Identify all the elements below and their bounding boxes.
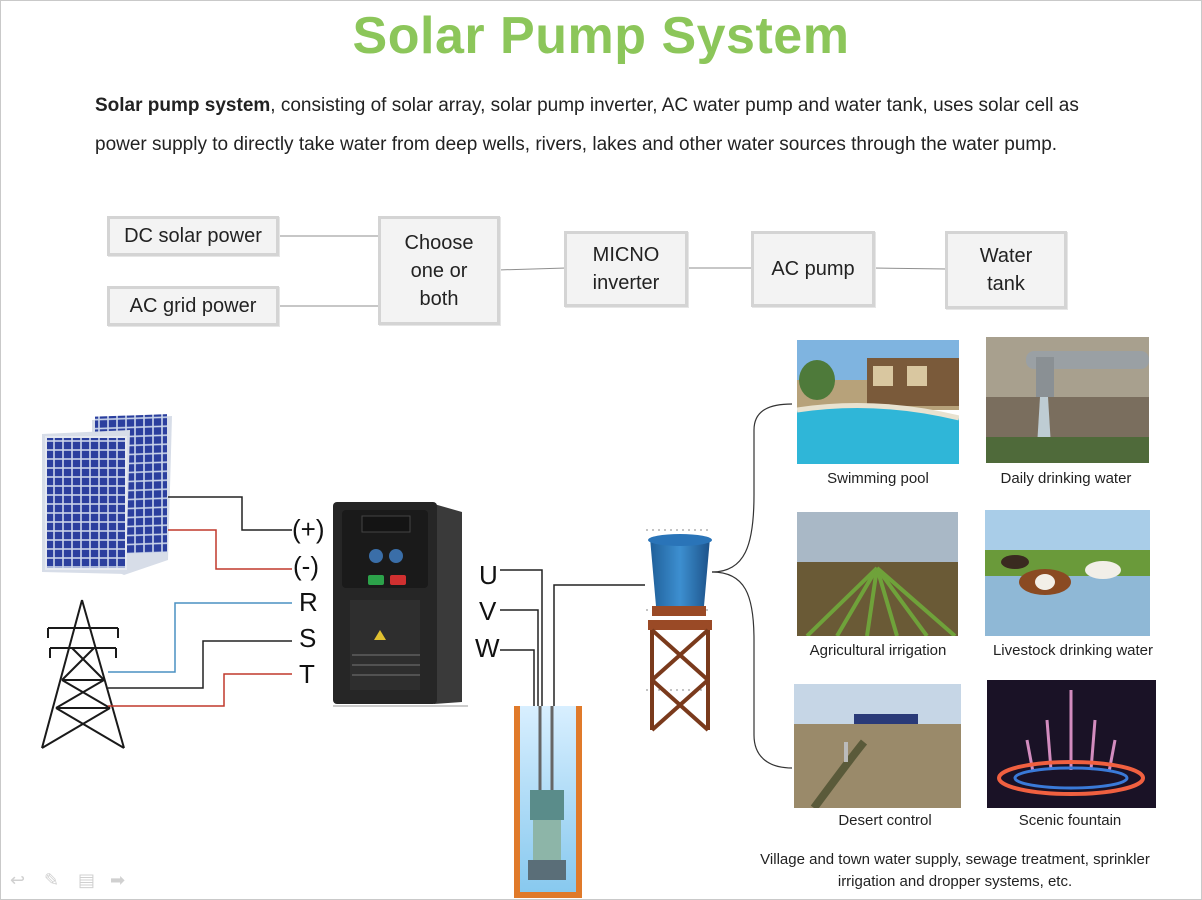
dc-plus-label: (+)	[292, 514, 325, 544]
ac-pump-box: AC pump	[751, 231, 875, 307]
menu-icon[interactable]: ▤	[78, 870, 96, 890]
water-tower-icon	[646, 529, 712, 732]
choose-box: Choose one or both	[378, 216, 500, 325]
solar-panel-icon	[42, 414, 172, 575]
intro-paragraph: Solar pump system, consisting of solar a…	[95, 86, 1125, 164]
u-output-label: U	[479, 560, 498, 590]
drinking-water-photo	[986, 337, 1149, 463]
dc-minus-label: (-)	[293, 551, 319, 581]
inverter-label: MICNO inverter	[592, 244, 660, 294]
water-tank-label: Water tank	[979, 245, 1033, 295]
source-wires	[108, 496, 292, 707]
prev-arrow-icon[interactable]: ↩	[10, 870, 26, 890]
scenic-fountain-photo	[987, 680, 1156, 808]
pen-icon[interactable]: ✎	[44, 870, 60, 890]
ac-grid-label: AC grid power	[129, 295, 257, 317]
page-title: Solar Pump System	[352, 7, 850, 65]
agricultural-irrigation-photo	[797, 512, 958, 636]
micno-inverter-icon	[333, 502, 468, 707]
livestock-photo	[985, 510, 1150, 636]
desert-control-photo	[794, 684, 961, 808]
drinking-water-caption: Daily drinking water	[1000, 470, 1132, 487]
livestock-caption: Livestock drinking water	[992, 642, 1154, 659]
t-phase-label: T	[299, 659, 315, 689]
swimming-pool-caption: Swimming pool	[827, 470, 929, 487]
well-pump-icon	[514, 706, 582, 898]
dc-solar-power-box: DC solar power	[107, 216, 279, 256]
ac-pump-label: AC pump	[771, 258, 855, 280]
output-wires	[500, 569, 645, 710]
v-output-label: V	[479, 596, 497, 626]
applications-footnote: Village and town water supply, sewage tr…	[760, 851, 1150, 890]
dc-solar-label: DC solar power	[124, 225, 262, 247]
choose-label: Choose one or both	[404, 231, 474, 310]
s-phase-label: S	[299, 623, 317, 653]
agricultural-irrigation-caption: Agricultural irrigation	[809, 642, 947, 659]
power-tower-icon	[41, 599, 125, 749]
applications-brace	[711, 403, 793, 769]
intro-text: , consisting of solar array, solar pump …	[95, 95, 1079, 155]
swimming-pool-photo	[797, 340, 959, 464]
intro-bold: Solar pump system	[95, 95, 271, 116]
micno-inverter-box: MICNO inverter	[564, 231, 688, 307]
scenic-fountain-caption: Scenic fountain	[1018, 812, 1122, 829]
water-tank-box: Water tank	[945, 231, 1067, 309]
w-output-label: W	[475, 633, 500, 663]
next-arrow-icon[interactable]: ➡	[110, 870, 126, 890]
ac-grid-power-box: AC grid power	[107, 286, 279, 326]
r-phase-label: R	[299, 587, 318, 617]
desert-control-caption: Desert control	[838, 812, 932, 829]
